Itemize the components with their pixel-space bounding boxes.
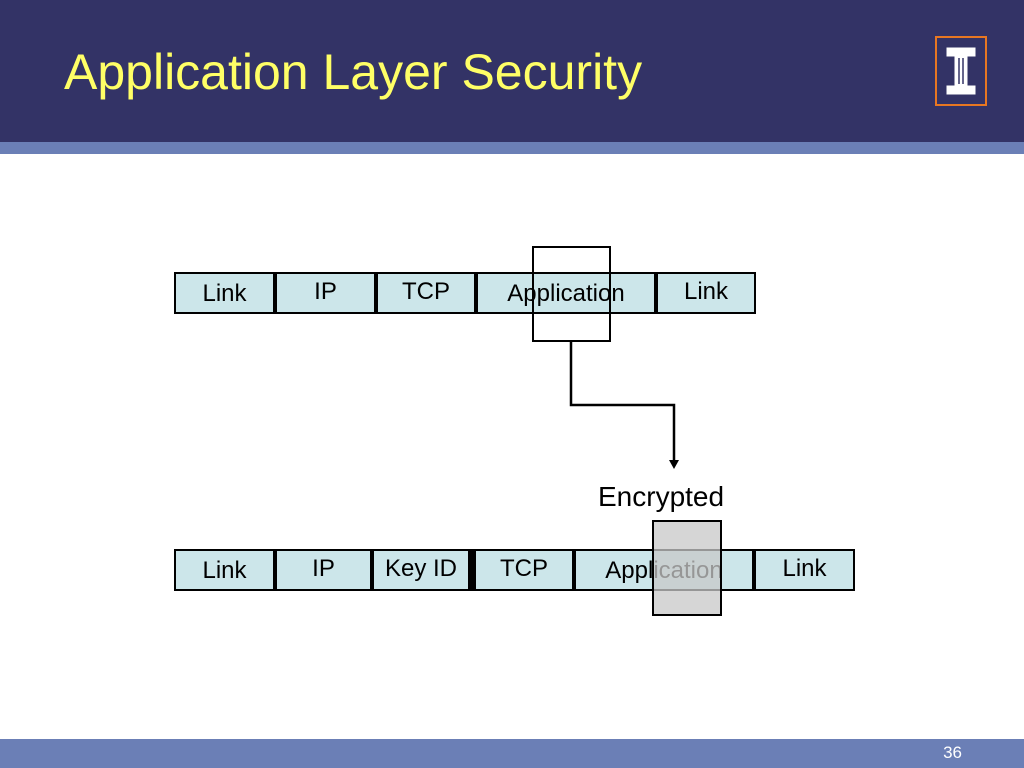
slide-header: Application Layer Security xyxy=(0,0,1024,142)
packet-plain-application: Application xyxy=(476,272,656,314)
packet-encrypted-key-id: Key ID xyxy=(372,549,470,591)
packet-encrypted-ip: IP xyxy=(275,549,372,591)
encrypted-label: Encrypted xyxy=(598,481,725,512)
slide-footer: 36 xyxy=(0,739,1024,768)
packet-encrypted-link-1: Link xyxy=(174,549,275,591)
page-number: 36 xyxy=(943,743,962,762)
selection-box-plain xyxy=(532,246,611,342)
packet-plain-ip: IP xyxy=(275,272,376,314)
encrypted-region-box xyxy=(652,520,722,616)
key-id-separator xyxy=(469,549,474,591)
packet-encrypted-tcp: TCP xyxy=(474,549,574,591)
packet-encrypted-link-2: Link xyxy=(754,549,855,591)
packet-plain-link-2: Link xyxy=(656,272,756,314)
packet-plain-link-1: Link xyxy=(174,272,275,314)
header-stripe xyxy=(0,142,1024,154)
university-logo-icon xyxy=(935,36,987,106)
packet-plain-tcp: TCP xyxy=(376,272,476,314)
slide-title: Application Layer Security xyxy=(64,44,643,100)
